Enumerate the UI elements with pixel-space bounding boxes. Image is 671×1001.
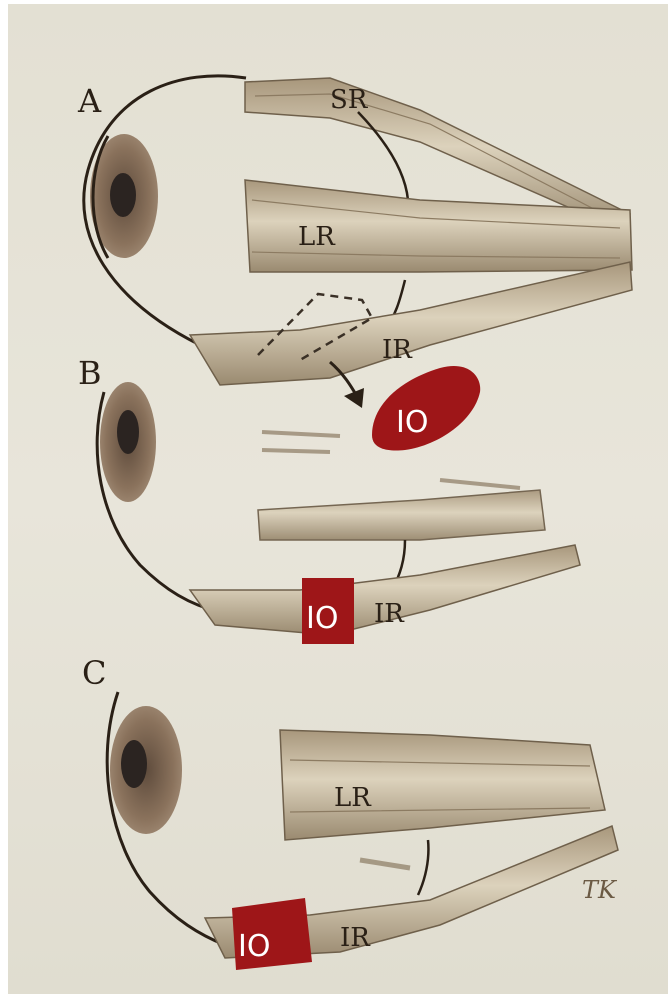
artist-signature: TK [582,876,618,904]
panel-b-ir-label: IR [374,599,405,629]
panel-a-letter: A [77,82,102,120]
panel-b-io-label: IO [306,601,338,636]
panel-a-pupil [110,173,136,217]
panel-c-io-label: IO [238,929,270,964]
panel-c-letter: C [82,654,106,692]
panel-c-ir-label: IR [340,923,371,953]
panel-b-pupil [117,410,139,454]
panel-c-lr-label: LR [334,783,372,813]
panel-a-ir-label: IR [382,335,413,365]
panel-a-sr-label: SR [330,85,369,115]
panel-b-io-label-upper: IO [396,405,428,440]
panel-c-pupil [121,740,147,788]
panel-b-letter: B [78,354,102,392]
panel-a-lr-label: LR [298,222,336,252]
